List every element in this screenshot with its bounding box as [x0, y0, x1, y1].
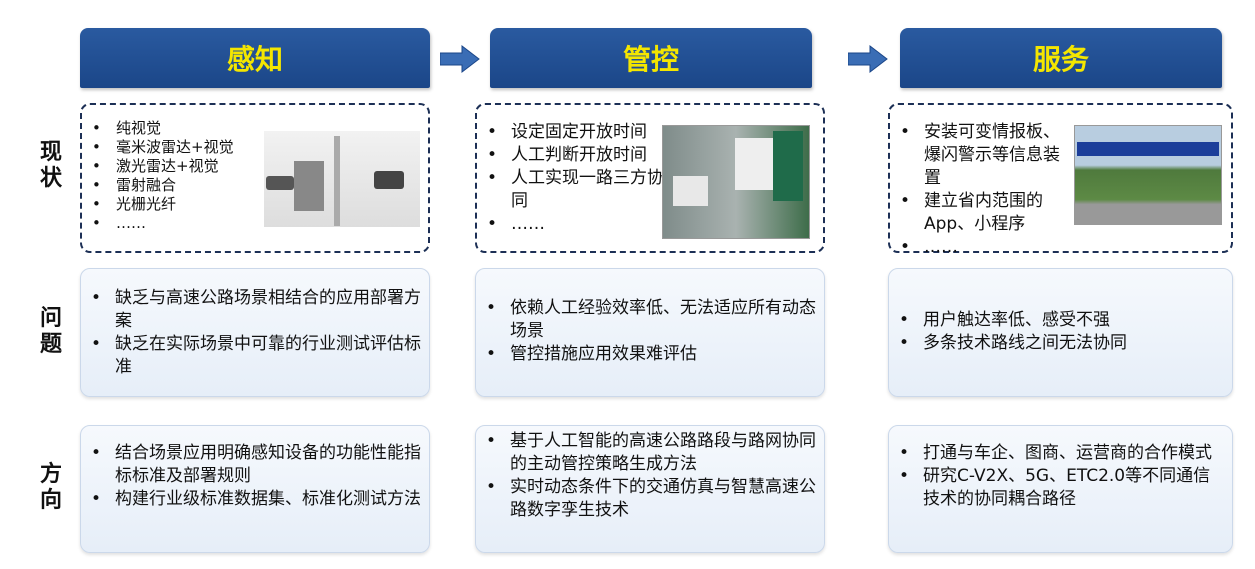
status-box-control: 设定固定开放时间 人工判断开放时间 人工实现一路三方协同 …… — [475, 103, 825, 253]
problem-box-service: 用户触达率低、感受不强 多条技术路线之间无法协同 — [888, 268, 1233, 397]
status-box-service: 安装可变情报板、爆闪警示等信息装置 建立省内范围的App、小程序 …… — [888, 103, 1233, 259]
list-item: 依赖人工经验效率低、无法适应所有动态场景 — [480, 297, 818, 343]
list-item: 管控措施应用效果难评估 — [480, 343, 818, 366]
list-item: 用户触达率低、感受不强 — [893, 309, 1226, 332]
row-label-directions: 方向 — [39, 462, 62, 513]
row-label-status: 现状 — [39, 140, 62, 191]
problem-box-perception: 缺乏与高速公路场景相结合的应用部署方案 缺乏在实际场景中可靠的行业测试评估标准 — [80, 268, 430, 397]
direction-box-perception: 结合场景应用明确感知设备的功能性能指标标准及部署规则 构建行业级标准数据集、标准… — [80, 425, 430, 553]
arrow-right-icon — [848, 44, 888, 74]
list-item: 缺乏在实际场景中可靠的行业测试评估标准 — [85, 333, 423, 379]
list-item: 设定固定开放时间 — [481, 121, 671, 144]
list-item: 人工实现一路三方协同 — [481, 167, 671, 213]
arrow-right-icon — [440, 44, 480, 74]
list-item: …… — [481, 213, 671, 236]
list-item: 安装可变情报板、爆闪警示等信息装置 — [894, 121, 1074, 190]
list-item: 打通与车企、图商、运营商的合作模式 — [893, 442, 1226, 465]
list-item: 毫米波雷达+视觉 — [86, 138, 428, 157]
list-item: 光栅光纤 — [86, 195, 428, 214]
list-item: …… — [894, 236, 1074, 259]
list-item: 人工判断开放时间 — [481, 144, 671, 167]
list-item: 结合场景应用明确感知设备的功能性能指标标准及部署规则 — [85, 442, 423, 488]
direction-box-control: 基于人工智能的高速公路路段与路网协同的主动管控策略生成方法 实时动态条件下的交通… — [475, 425, 825, 553]
header-perception: 感知 — [80, 28, 430, 88]
list-item: 多条技术路线之间无法协同 — [893, 332, 1226, 355]
list-item: 纯视觉 — [86, 119, 428, 138]
traffic-control-image — [662, 125, 810, 239]
list-item: 缺乏与高速公路场景相结合的应用部署方案 — [85, 287, 423, 333]
problem-box-control: 依赖人工经验效率低、无法适应所有动态场景 管控措施应用效果难评估 — [475, 268, 825, 397]
header-control: 管控 — [490, 28, 812, 88]
list-item: …… — [86, 214, 428, 233]
list-item: 雷射融合 — [86, 176, 428, 195]
list-item: 基于人工智能的高速公路路段与路网协同的主动管控策略生成方法 — [480, 430, 818, 476]
status-box-perception: 纯视觉 毫米波雷达+视觉 激光雷达+视觉 雷射融合 光栅光纤 …… — [80, 103, 430, 253]
list-item: 构建行业级标准数据集、标准化测试方法 — [85, 488, 423, 511]
sensor-device-image — [264, 131, 420, 227]
list-item: 建立省内范围的App、小程序 — [894, 190, 1074, 236]
list-item: 激光雷达+视觉 — [86, 157, 428, 176]
row-label-problems: 问题 — [39, 306, 62, 357]
list-item: 实时动态条件下的交通仿真与智慧高速公路数字孪生技术 — [480, 476, 818, 522]
header-service: 服务 — [900, 28, 1222, 88]
direction-box-service: 打通与车企、图商、运营商的合作模式 研究C-V2X、5G、ETC2.0等不同通信… — [888, 425, 1233, 553]
list-item: 研究C-V2X、5G、ETC2.0等不同通信技术的协同耦合路径 — [893, 465, 1226, 511]
variable-message-sign-image — [1074, 125, 1222, 225]
